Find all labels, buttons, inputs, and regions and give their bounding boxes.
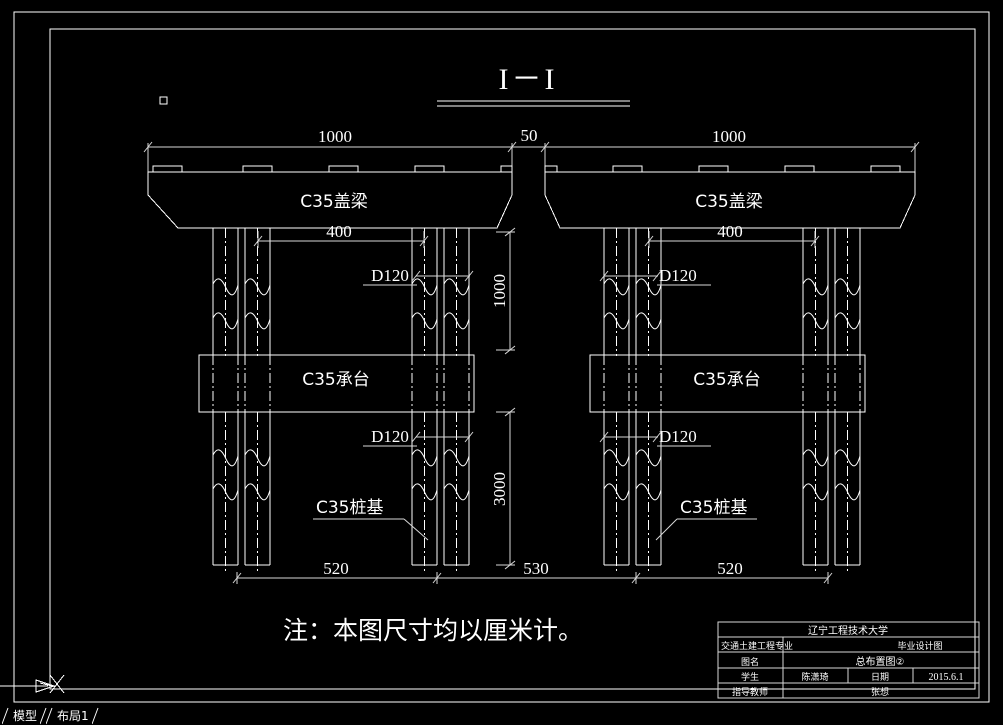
title-block-frame <box>717 621 980 699</box>
dim-top-right-span: 1000 <box>712 127 746 146</box>
dim-left-upper-diameter: D120 <box>371 266 409 285</box>
tb-advisor-value: 张想 <box>871 686 889 698</box>
tab-right-slash-icon-2 <box>91 707 99 725</box>
left-pile-cap-label: C35承台 <box>302 370 370 390</box>
right-cap-beam-label: C35盖梁 <box>695 192 763 212</box>
dim-left-column-spacing: 400 <box>326 222 352 241</box>
grip-square-marker[interactable] <box>159 96 168 105</box>
right-upper-columns <box>603 228 861 356</box>
left-cap-beam-label: C35盖梁 <box>300 192 368 212</box>
ucs-icon <box>0 679 56 693</box>
left-bearing-pads <box>152 165 513 172</box>
tab-layout1[interactable]: 布局1 <box>46 707 99 725</box>
left-pier-assembly: C35盖梁 <box>147 165 513 572</box>
tb-date-label: 日期 <box>871 672 889 683</box>
dim-bottom-center: 530 <box>523 559 549 578</box>
tb-doc-type: 毕业设计图 <box>897 640 942 652</box>
left-pile-label-leader <box>403 518 429 541</box>
dim-right-upper-diameter: D120 <box>659 266 697 285</box>
right-piles <box>603 412 861 566</box>
tb-student-label: 学生 <box>741 671 759 683</box>
title-block[interactable]: 辽宁工程技术大学 交通土建工程专业 毕业设计图 图名 总布置图② 学生 陈潇琦 … <box>717 621 980 699</box>
left-pile-cap-outline[interactable] <box>198 354 475 413</box>
tb-advisor-label: 指导教师 <box>732 686 768 698</box>
left-cap-beam-outline[interactable] <box>147 171 513 229</box>
right-cap-beam-outline[interactable] <box>544 171 916 229</box>
dim-bottom-right: 520 <box>717 559 743 578</box>
layout-tab-strip[interactable]: 模型 布局1 <box>0 705 99 725</box>
vertical-dimensions: 1000 3000 <box>490 227 516 570</box>
dim-top-left-span: 1000 <box>318 127 352 146</box>
tb-major: 交通土建工程专业 <box>721 640 793 652</box>
dim-right-column-spacing: 400 <box>717 222 743 241</box>
tb-university: 辽宁工程技术大学 <box>808 624 888 637</box>
status-bar: 模型 布局1 <box>0 705 1003 725</box>
left-upper-break-symbols <box>212 278 470 330</box>
top-dim-tick-4 <box>910 141 920 153</box>
left-pile-break-symbols <box>212 449 470 501</box>
right-pile-label-leader <box>655 518 678 541</box>
right-pile-cap-outline[interactable] <box>589 354 866 413</box>
right-cap-embedded-column-lines <box>603 355 861 412</box>
sheet-outer-border <box>13 11 990 703</box>
left-cap-embedded-column-lines <box>212 355 470 412</box>
left-pile-centrelines <box>225 412 457 572</box>
dim-column-height: 1000 <box>490 274 509 308</box>
left-upper-column-centrelines <box>225 228 457 356</box>
right-pile-cap-label: C35承台 <box>693 370 761 390</box>
tab-left-slash-icon-2 <box>46 707 53 725</box>
section-title: I－I <box>499 63 558 96</box>
tb-drawing-name-label: 图名 <box>741 656 759 668</box>
dim-right-pile-diameter: D120 <box>659 427 697 446</box>
tb-student-value: 陈潇琦 <box>801 671 828 683</box>
tb-date-value: 2015.6.1 <box>929 672 964 683</box>
dim-bottom-left: 520 <box>323 559 349 578</box>
sheet-inner-border <box>49 28 976 690</box>
tab-model[interactable]: 模型 <box>2 707 47 725</box>
left-piles <box>212 412 470 566</box>
right-pier-assembly: C35盖梁 <box>544 165 916 572</box>
right-pile-break-symbols <box>603 449 861 501</box>
drawing-note: 注：本图尺寸均以厘米计。 <box>283 616 583 645</box>
tb-drawing-name-value: 总布置图② <box>856 655 905 668</box>
top-dim-tick-2 <box>507 141 517 153</box>
right-upper-break-symbols <box>603 278 861 330</box>
left-pile-label: C35桩基 <box>316 498 384 518</box>
left-upper-columns <box>212 228 470 356</box>
tab-left-slash-icon <box>2 707 9 725</box>
dim-left-pile-diameter: D120 <box>371 427 409 446</box>
dim-top-gap: 50 <box>521 126 538 145</box>
crosshair-cursor <box>49 674 65 694</box>
top-dim-tick-3 <box>540 141 550 153</box>
right-bearing-pads <box>544 165 901 172</box>
right-pile-centrelines <box>616 412 848 572</box>
tab-model-label: 模型 <box>13 709 38 723</box>
tab-layout1-label: 布局1 <box>57 709 89 723</box>
top-dim-tick-1 <box>143 141 153 153</box>
right-upper-column-centrelines <box>616 228 848 356</box>
right-pile-label: C35桩基 <box>680 498 748 518</box>
dim-pile-length: 3000 <box>490 472 509 506</box>
